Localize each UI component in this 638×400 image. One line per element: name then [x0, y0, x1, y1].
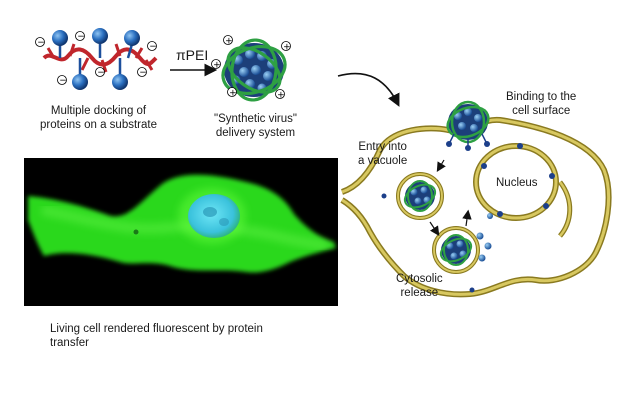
reagent-label: πPEI	[176, 47, 209, 63]
svg-text:+: +	[225, 36, 233, 46]
protein-ball	[92, 28, 108, 44]
synthetic-virus-label: "Synthetic virus" delivery system	[214, 112, 297, 140]
cell-diagram	[340, 100, 612, 298]
docking-label: Multiple docking of proteins on a substr…	[40, 104, 157, 132]
cytosolic-label-line-1: Cytosolic	[396, 273, 443, 285]
binding-label-line-2: cell surface	[512, 105, 571, 117]
svg-text:+: +	[213, 60, 221, 70]
svg-text:+: +	[229, 88, 237, 98]
svg-text:−: −	[77, 32, 85, 42]
svg-text:−: −	[59, 76, 67, 86]
synthetic-virus-particle: + + + + +	[211, 35, 291, 102]
micrograph-caption: Living cell rendered fluorescent by prot…	[50, 322, 263, 350]
protein-ball	[52, 30, 68, 46]
micrograph-svg	[24, 158, 338, 306]
bound-particle	[446, 100, 490, 151]
protein-docking-illustration: − − − − − −	[35, 28, 158, 90]
svg-text:−: −	[149, 42, 157, 52]
cytosolic-label: Cytosolic release	[396, 272, 443, 300]
binding-label-line-1: Binding to the	[506, 91, 577, 103]
protein-ball	[72, 74, 88, 90]
svg-text:−: −	[37, 38, 45, 48]
synthetic-label-line-2: delivery system	[215, 127, 296, 139]
docking-label-line-1: Multiple docking of	[50, 105, 147, 117]
nucleus-label: Nucleus	[496, 177, 538, 189]
vacuole-particle	[396, 172, 444, 220]
flow-arrow	[337, 72, 400, 107]
cytosolic-label-line-2: release	[400, 287, 439, 299]
svg-text:−: −	[97, 68, 105, 78]
svg-text:+: +	[283, 42, 291, 52]
entry-label-line-1: Entry into	[358, 141, 407, 153]
protein-ball	[124, 30, 140, 46]
docking-label-line-2: proteins on a substrate	[40, 119, 157, 131]
protein-ball	[112, 74, 128, 90]
svg-text:−: −	[139, 68, 147, 78]
released-particle	[432, 213, 493, 274]
caption-line-2: transfer	[50, 337, 89, 349]
synthetic-label-line-1: "Synthetic virus"	[214, 113, 297, 125]
entry-label-line-2: a vacuole	[358, 155, 408, 167]
binding-label: Binding to the cell surface	[506, 90, 576, 118]
fluorescence-micrograph	[24, 158, 338, 306]
entry-label: Entry into a vacuole	[358, 140, 407, 168]
caption-line-1: Living cell rendered fluorescent by prot…	[50, 323, 263, 335]
svg-text:+: +	[277, 90, 285, 100]
